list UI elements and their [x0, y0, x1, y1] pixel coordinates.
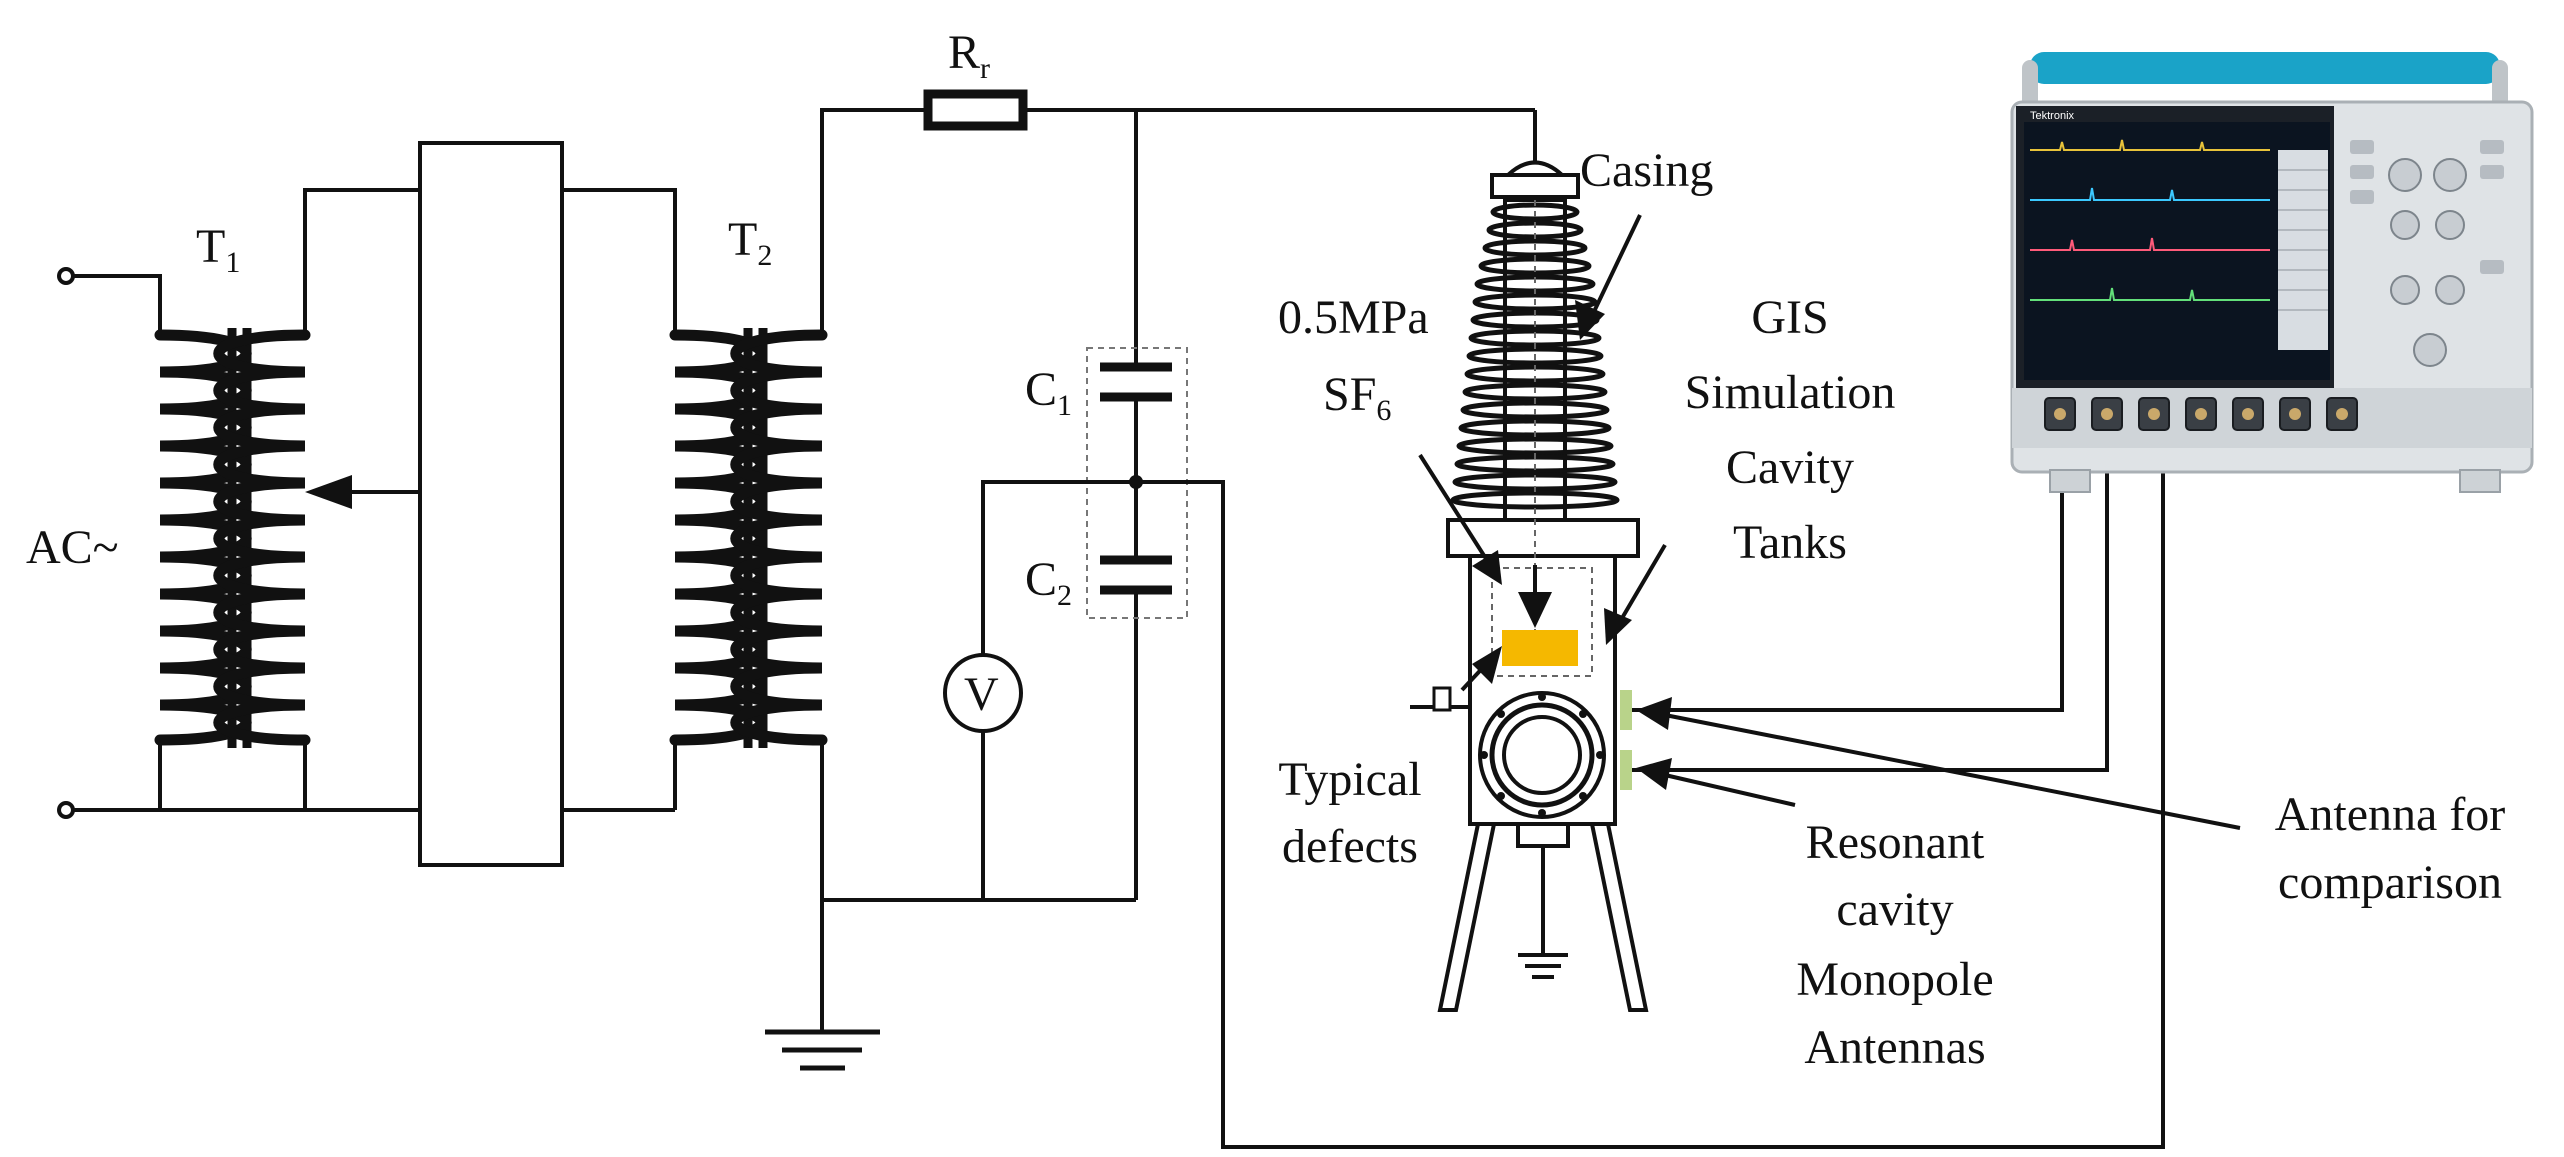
transformer-t2	[669, 328, 828, 748]
resonant-label-line-2: cavity	[1836, 883, 1953, 936]
rr-label: Rr	[948, 26, 990, 85]
voltmeter-icon: V	[943, 653, 1023, 733]
gis-label: GIS Simulation Cavity Tanks	[1685, 291, 1896, 569]
regulator-block	[418, 141, 564, 867]
ac-input	[57, 267, 420, 819]
gis-label-line-1: GIS	[1751, 291, 1828, 344]
voltmeter-label: V	[964, 668, 999, 721]
resonant-label-line-4: Antennas	[1804, 1021, 1985, 1074]
gis-simulation-tank	[1410, 160, 1649, 1012]
antenna-comparison-line-1: Antenna for	[2275, 788, 2506, 841]
resonant-label: Resonant cavity Monopole Antennas	[1796, 816, 1993, 1074]
gis-label-line-2: Simulation	[1685, 366, 1896, 419]
c1-label: C1	[1025, 363, 1072, 422]
antenna-comparison-label: Antenna for comparison	[2275, 788, 2506, 909]
gis-label-line-4: Tanks	[1733, 516, 1847, 569]
defects-label: Typical defects	[1278, 753, 1421, 873]
monopole-antenna-2	[1620, 750, 1632, 790]
oscilloscope-icon: Tektronix	[2010, 52, 2534, 493]
t1-label: T1	[196, 220, 240, 279]
monopole-antenna-1	[1620, 690, 1632, 730]
typical-defect-marker	[1502, 630, 1578, 666]
capacitor-divider	[1086, 110, 1188, 900]
pressure-label: 0.5MPa	[1278, 291, 1429, 344]
resonant-label-line-3: Monopole	[1796, 953, 1993, 1006]
antenna-comparison-line-2: comparison	[2278, 856, 2502, 909]
resonant-label-line-1: Resonant	[1806, 816, 1985, 869]
resistor-rr	[923, 89, 1028, 131]
defects-label-line-2: defects	[1282, 820, 1418, 873]
casing-label: Casing	[1580, 144, 1713, 197]
ac-label: AC~	[26, 521, 119, 574]
transformer-t1	[154, 328, 420, 748]
sf6-label: SF6	[1323, 368, 1391, 427]
t2-label: T2	[728, 213, 772, 272]
c2-label: C2	[1025, 553, 1072, 612]
ground-icon	[765, 1020, 880, 1071]
annotation-arrows	[1418, 214, 2241, 830]
gis-label-line-3: Cavity	[1726, 441, 1854, 494]
scope-brand: Tektronix	[2030, 110, 2075, 122]
defects-label-line-1: Typical	[1278, 753, 1421, 806]
